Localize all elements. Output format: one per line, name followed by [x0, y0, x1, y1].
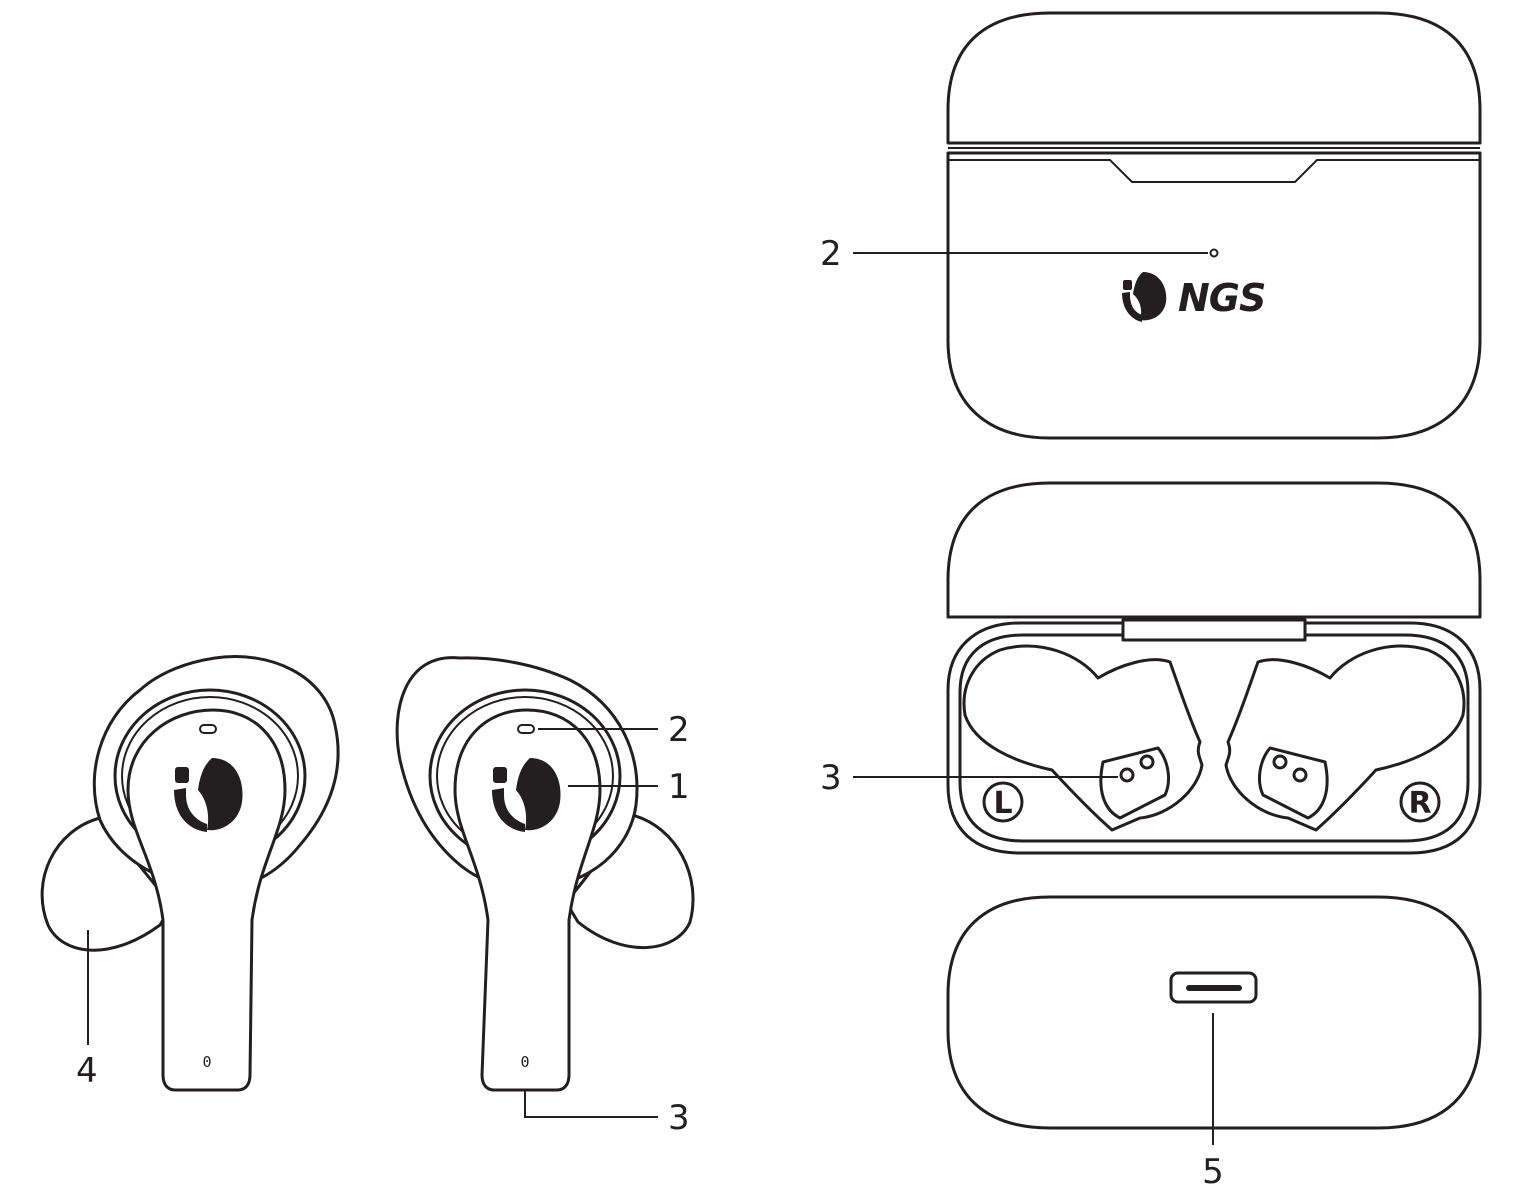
case-bottom: 5: [946, 895, 1482, 1190]
callout-earbud-led: 2: [668, 710, 690, 750]
case-brand-logo: NGS: [1122, 272, 1266, 322]
callout-line-earbud-contacts: [524, 1090, 658, 1118]
case-open-tray-inner: [958, 633, 1470, 843]
case-closed-notch: [948, 159, 1480, 183]
case-open-lid: [946, 481, 1482, 619]
case-slot-left-marker: [982, 781, 1024, 823]
case-open-top: L R 3: [820, 481, 1482, 855]
case-closed-body: [946, 151, 1482, 440]
callout-case-usb: 5: [1202, 1152, 1224, 1190]
callout-earbud-touch: 1: [668, 767, 690, 807]
usb-c-port: [1169, 971, 1258, 1004]
case-slot-right-label: R: [1408, 786, 1431, 821]
case-brand-name: NGS: [1178, 276, 1265, 320]
case-closed-lid: [946, 11, 1482, 145]
right-earbud-touch-logo: [492, 758, 561, 832]
case-closed-front: NGS 2: [820, 11, 1482, 440]
left-earbud-led: [199, 724, 217, 734]
case-slot-left-label: L: [993, 786, 1012, 821]
left-earbud-stem: [126, 708, 287, 1092]
case-slot-right-marker: [1399, 781, 1441, 823]
left-earbud: 0: [40, 655, 340, 1092]
case-bottom-body: [946, 895, 1482, 1130]
callout-earbud-wing: 4: [76, 1051, 98, 1091]
left-earbud-touch-logo: [174, 758, 243, 832]
left-earbud-mark: 0: [202, 1053, 211, 1071]
callout-case-led: 2: [820, 234, 842, 274]
callout-case-contacts: 3: [820, 758, 842, 798]
callout-earbud-contacts: 3: [668, 1098, 690, 1138]
case-led: [1209, 248, 1219, 258]
right-earbud-led: [517, 724, 535, 734]
right-earbud: 0: [395, 656, 695, 1092]
right-earbud-mark: 0: [520, 1053, 529, 1071]
earbud-callouts: 2 1 3 4: [76, 710, 690, 1138]
